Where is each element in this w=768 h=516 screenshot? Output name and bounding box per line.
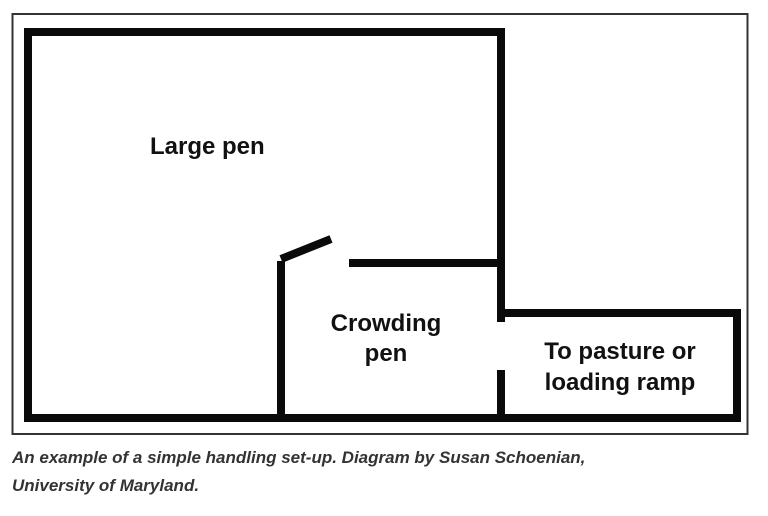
large-pen-outer-walls xyxy=(24,28,741,422)
crowding-pen-label-line2: pen xyxy=(365,340,408,367)
crowding-pen-gate xyxy=(279,235,333,263)
figure-caption: An example of a simple handling set-up. … xyxy=(12,444,752,500)
caption-line-1: An example of a simple handling set-up. … xyxy=(12,448,586,467)
figure-border xyxy=(11,13,749,435)
large-pen-label: Large pen xyxy=(150,133,265,160)
caption-line-2: University of Maryland. xyxy=(12,476,200,495)
exit-label-line2: loading ramp xyxy=(545,369,696,396)
crowding-pen-label-line1: Crowding xyxy=(331,310,442,337)
exit-label-line1: To pasture or xyxy=(544,338,696,365)
